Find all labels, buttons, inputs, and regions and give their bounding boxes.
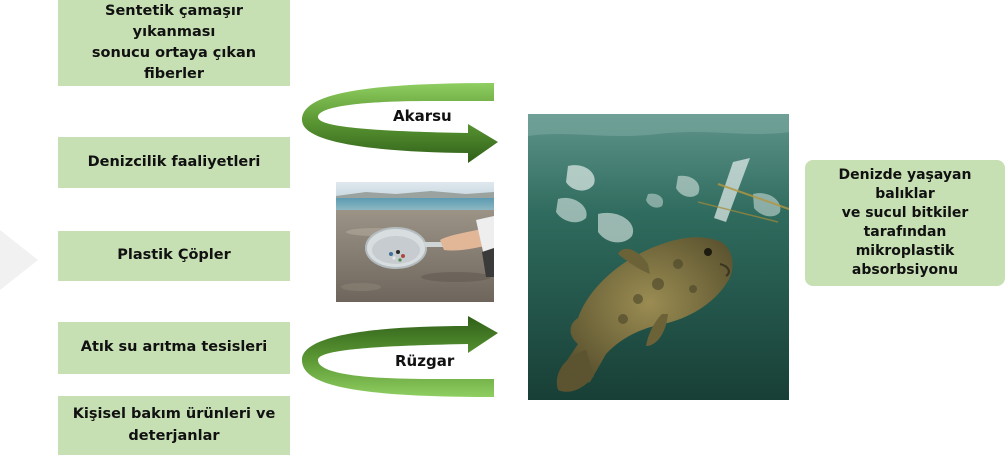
arrow-label-ruzgar: Rüzgar: [395, 352, 455, 370]
result-line: Denizde yaşayan balıklar: [838, 167, 972, 203]
source-box-personal-care: Kişisel bakım ürünleri ve deterjanlar: [58, 396, 290, 455]
result-line: tarafından mikroplastik: [855, 224, 955, 259]
source-line: Kişisel bakım ürünleri ve: [72, 406, 276, 423]
arrow-akarsu-body: [302, 83, 498, 163]
watermark-shape: [0, 230, 38, 290]
source-box-maritime-activities: Denizcilik faaliyetleri: [58, 137, 290, 188]
source-box-plastic-waste: Plastik Çöpler: [58, 231, 290, 281]
beach-sampling-photo: [336, 182, 494, 302]
source-box-wastewater-plants: Atık su arıtma tesisleri: [58, 322, 290, 374]
source-line: sonucu ortaya çıkan fiberler: [91, 45, 257, 83]
source-line: Denizcilik faaliyetleri: [87, 153, 261, 170]
result-box-absorption: Denizde yaşayan balıklar ve sucul bitkil…: [805, 160, 1005, 286]
result-line: ve sucul bitkiler: [841, 205, 969, 222]
source-line: deterjanlar: [128, 427, 220, 444]
arrow-label-akarsu: Akarsu: [393, 107, 452, 125]
arrow-ruzgar-body: [302, 316, 498, 397]
source-line: Atık su arıtma tesisleri: [80, 339, 268, 356]
source-line: Plastik Çöpler: [117, 247, 231, 264]
underwater-fish-photo: [528, 114, 789, 400]
result-line: absorbsiyonu: [851, 261, 959, 278]
source-box-synthetic-fibers: Sentetik çamaşır yıkanması sonucu ortaya…: [58, 0, 290, 86]
source-line: Sentetik çamaşır yıkanması: [105, 2, 243, 40]
